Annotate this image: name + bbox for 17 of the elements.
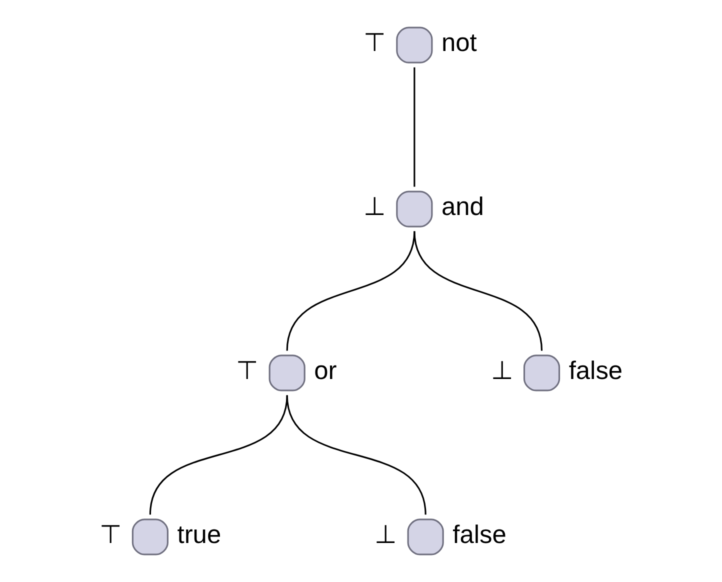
connector — [413, 231, 542, 351]
connector — [286, 395, 426, 515]
node-label: and — [440, 193, 484, 222]
node-label: true — [176, 520, 221, 549]
node-label: ⊥ — [490, 357, 512, 386]
node-label: ⊤ — [362, 29, 385, 58]
node-label: ⊥ — [374, 520, 396, 549]
connector — [413, 67, 415, 187]
connector — [286, 231, 415, 351]
node-label: ⊥ — [362, 193, 385, 222]
node-label: false — [568, 357, 622, 386]
node-label: false — [452, 520, 506, 549]
node-label: or — [314, 357, 336, 386]
connector — [148, 395, 288, 515]
node-label: ⊤ — [236, 357, 258, 386]
node-label: ⊤ — [98, 520, 121, 549]
node-label: not — [440, 29, 476, 58]
